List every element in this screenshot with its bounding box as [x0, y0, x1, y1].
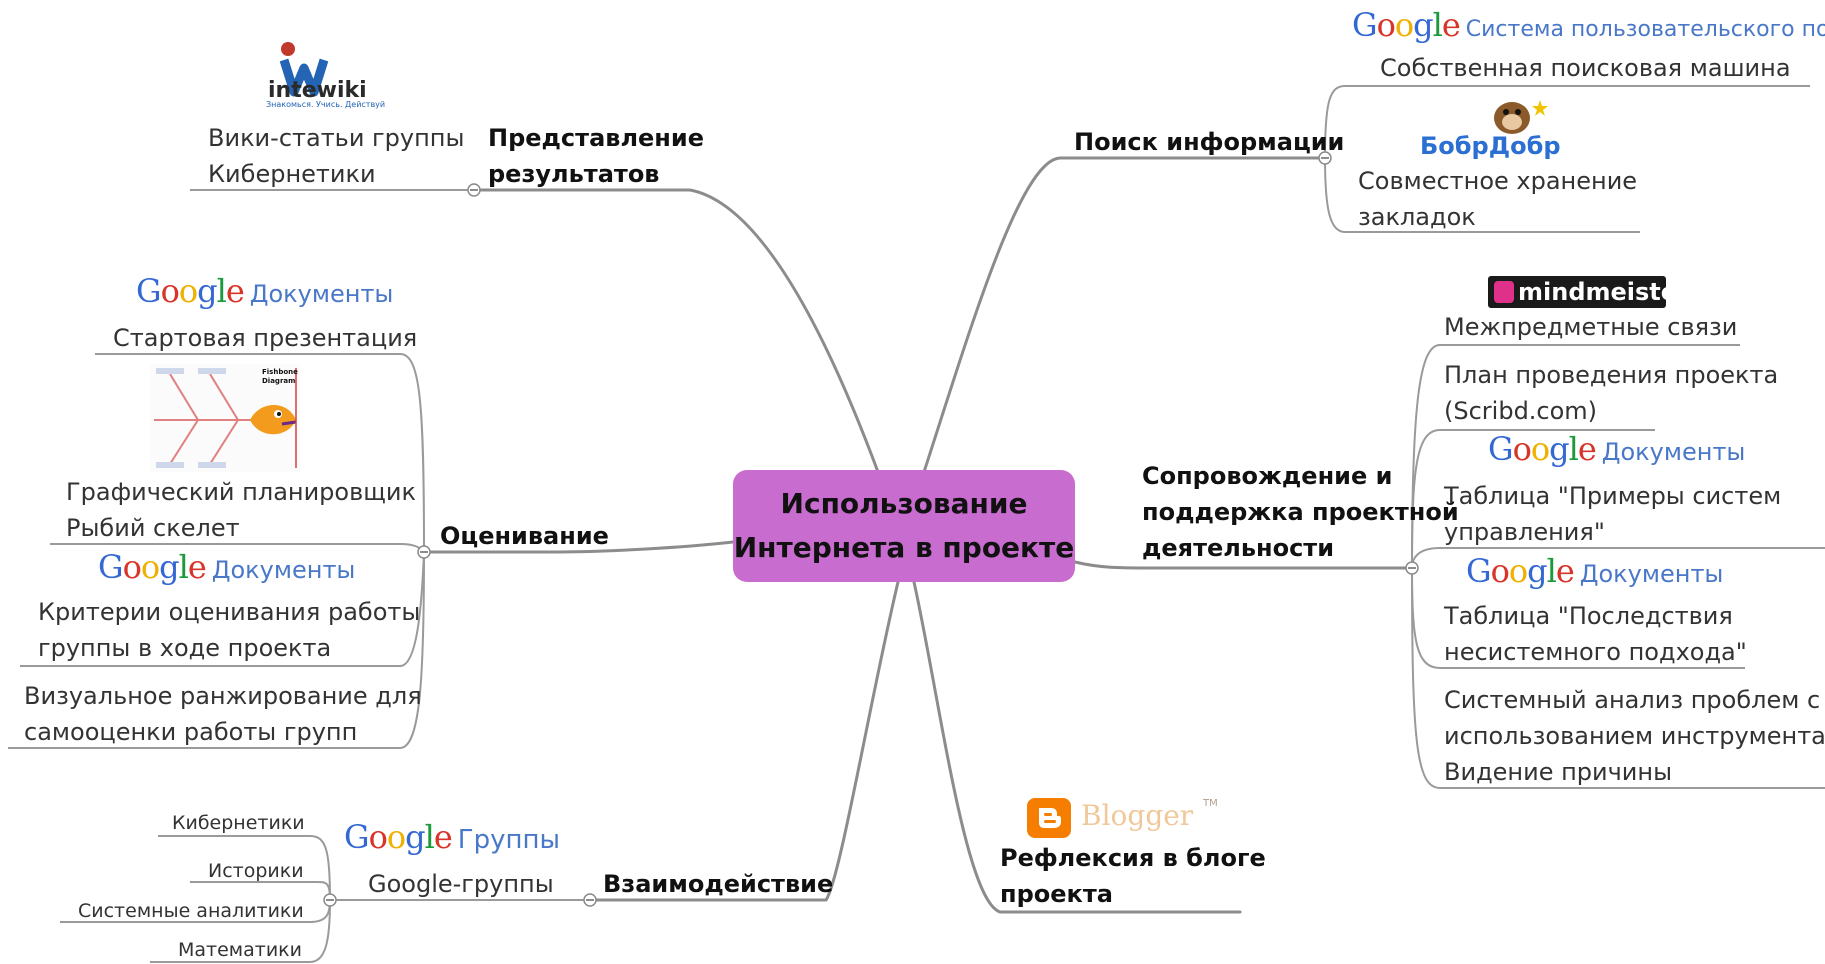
google-word: Google — [1466, 552, 1575, 590]
google-docs-logo-support2: Google Документы — [1466, 552, 1723, 590]
google-word: Google — [1488, 430, 1597, 468]
support-item-analysis-3: Видение причины — [1444, 758, 1673, 786]
group-item-analysts: Системные аналитики — [78, 900, 304, 922]
eval-item-criteria-2: группы в ходе проекта — [38, 634, 332, 662]
support-item-systems-table-1: Таблица "Примеры систем — [1444, 482, 1782, 510]
bobrdobr-logo: БобрДобр — [1420, 132, 1561, 160]
support-item-interdisciplinary: Межпредметные связи — [1444, 313, 1738, 341]
google-word: Google — [98, 548, 207, 586]
eval-item-planner: Графический планировщик — [66, 478, 416, 506]
branch-support-label-2[interactable]: поддержка проектной — [1142, 498, 1459, 526]
branch-search-label[interactable]: Поиск информации — [1074, 128, 1345, 156]
google-groups-label: Группы — [457, 825, 561, 855]
central-topic-line2: Интернета в проекте — [733, 531, 1075, 564]
intewiki-wordmark: intewiki — [268, 78, 367, 103]
branch-interact-label[interactable]: Взаимодействие — [603, 870, 834, 898]
search-item-1: Собственная поисковая машина — [1380, 54, 1791, 82]
eval-item-ranking-2: самооценки работы групп — [24, 718, 358, 746]
results-item-2: Кибернетики — [208, 160, 376, 188]
branch-support-label-1[interactable]: Сопровождение и — [1142, 462, 1393, 490]
branch-blog-label-2[interactable]: проекта — [1000, 880, 1113, 908]
interact-sub-google-groups: Google-группы — [368, 870, 554, 898]
blogger-wordmark: Blogger — [1081, 799, 1194, 832]
branch-results-label-1[interactable]: Представление — [488, 124, 704, 152]
blogger-logo: Blogger TM — [1025, 796, 1225, 840]
support-item-plan-2: (Scribd.com) — [1444, 397, 1598, 425]
google-word: Google — [136, 272, 245, 310]
branch-support-label-3[interactable]: деятельности — [1142, 534, 1335, 562]
support-item-consequences-1: Таблица "Последствия — [1444, 602, 1733, 630]
blogger-tm: TM — [1203, 798, 1218, 809]
google-cse-product: Система пользовательского поиска — [1465, 17, 1825, 42]
google-docs-logo-eval2: Google Документы — [98, 548, 355, 586]
eval-item-ranking-1: Визуальное ранжирование для — [24, 682, 422, 710]
bobrdobr-beaver-icon — [1478, 92, 1558, 140]
google-word: Google — [344, 818, 453, 856]
google-docs-label: Документы — [1579, 560, 1724, 588]
group-item-historians: Историки — [208, 860, 304, 882]
intewiki-logo — [262, 40, 392, 112]
eval-item-fishbone: Рыбий скелет — [66, 514, 240, 542]
google-word: Google — [1352, 6, 1461, 44]
eval-item-criteria-1: Критерии оценивания работы — [38, 598, 421, 626]
support-item-consequences-2: несистемного подхода" — [1444, 638, 1747, 666]
google-docs-label: Документы — [211, 556, 356, 584]
branch-blog-label-1[interactable]: Рефлексия в блоге — [1000, 844, 1266, 872]
search-item-3: закладок — [1358, 203, 1476, 231]
google-cse-logo: Google Система пользовательского поиска — [1352, 6, 1825, 44]
support-item-analysis-2: использованием инструмента — [1444, 722, 1825, 750]
group-item-cybernetics: Кибернетики — [172, 812, 305, 834]
google-docs-label: Документы — [1601, 438, 1746, 466]
google-docs-label: Документы — [249, 280, 394, 308]
mindmeister-icon — [1494, 281, 1514, 303]
search-item-2: Совместное хранение — [1358, 167, 1638, 195]
eval-item-start-presentation: Стартовая презентация — [113, 324, 418, 352]
branch-results-label-2[interactable]: результатов — [488, 160, 660, 188]
branch-eval-label[interactable]: Оценивание — [440, 522, 609, 550]
support-item-analysis-1: Системный анализ проблем с — [1444, 686, 1821, 714]
support-item-systems-table-2: управления" — [1444, 518, 1605, 546]
central-topic-line1: Использование — [780, 487, 1028, 520]
central-topic[interactable]: Использование Интернета в проекте — [733, 470, 1075, 582]
results-item-1: Вики-статьи группы — [208, 124, 465, 152]
group-item-math: Математики — [178, 939, 303, 961]
fishbone-title: Fishbone Diagram — [262, 368, 298, 385]
fishbone-diagram-image — [150, 364, 300, 472]
mindmeister-wordmark: mindmeister — [1518, 278, 1689, 306]
google-docs-logo-eval1: Google Документы — [136, 272, 393, 310]
google-groups-logo: Google Группы — [344, 818, 560, 856]
intewiki-tagline: Знакомься. Учись. Действуй — [266, 100, 386, 109]
support-item-plan-1: План проведения проекта — [1444, 361, 1779, 389]
mindmeister-logo: mindmeister — [1488, 276, 1689, 308]
google-docs-logo-support1: Google Документы — [1488, 430, 1745, 468]
blogger-icon — [1027, 798, 1071, 838]
